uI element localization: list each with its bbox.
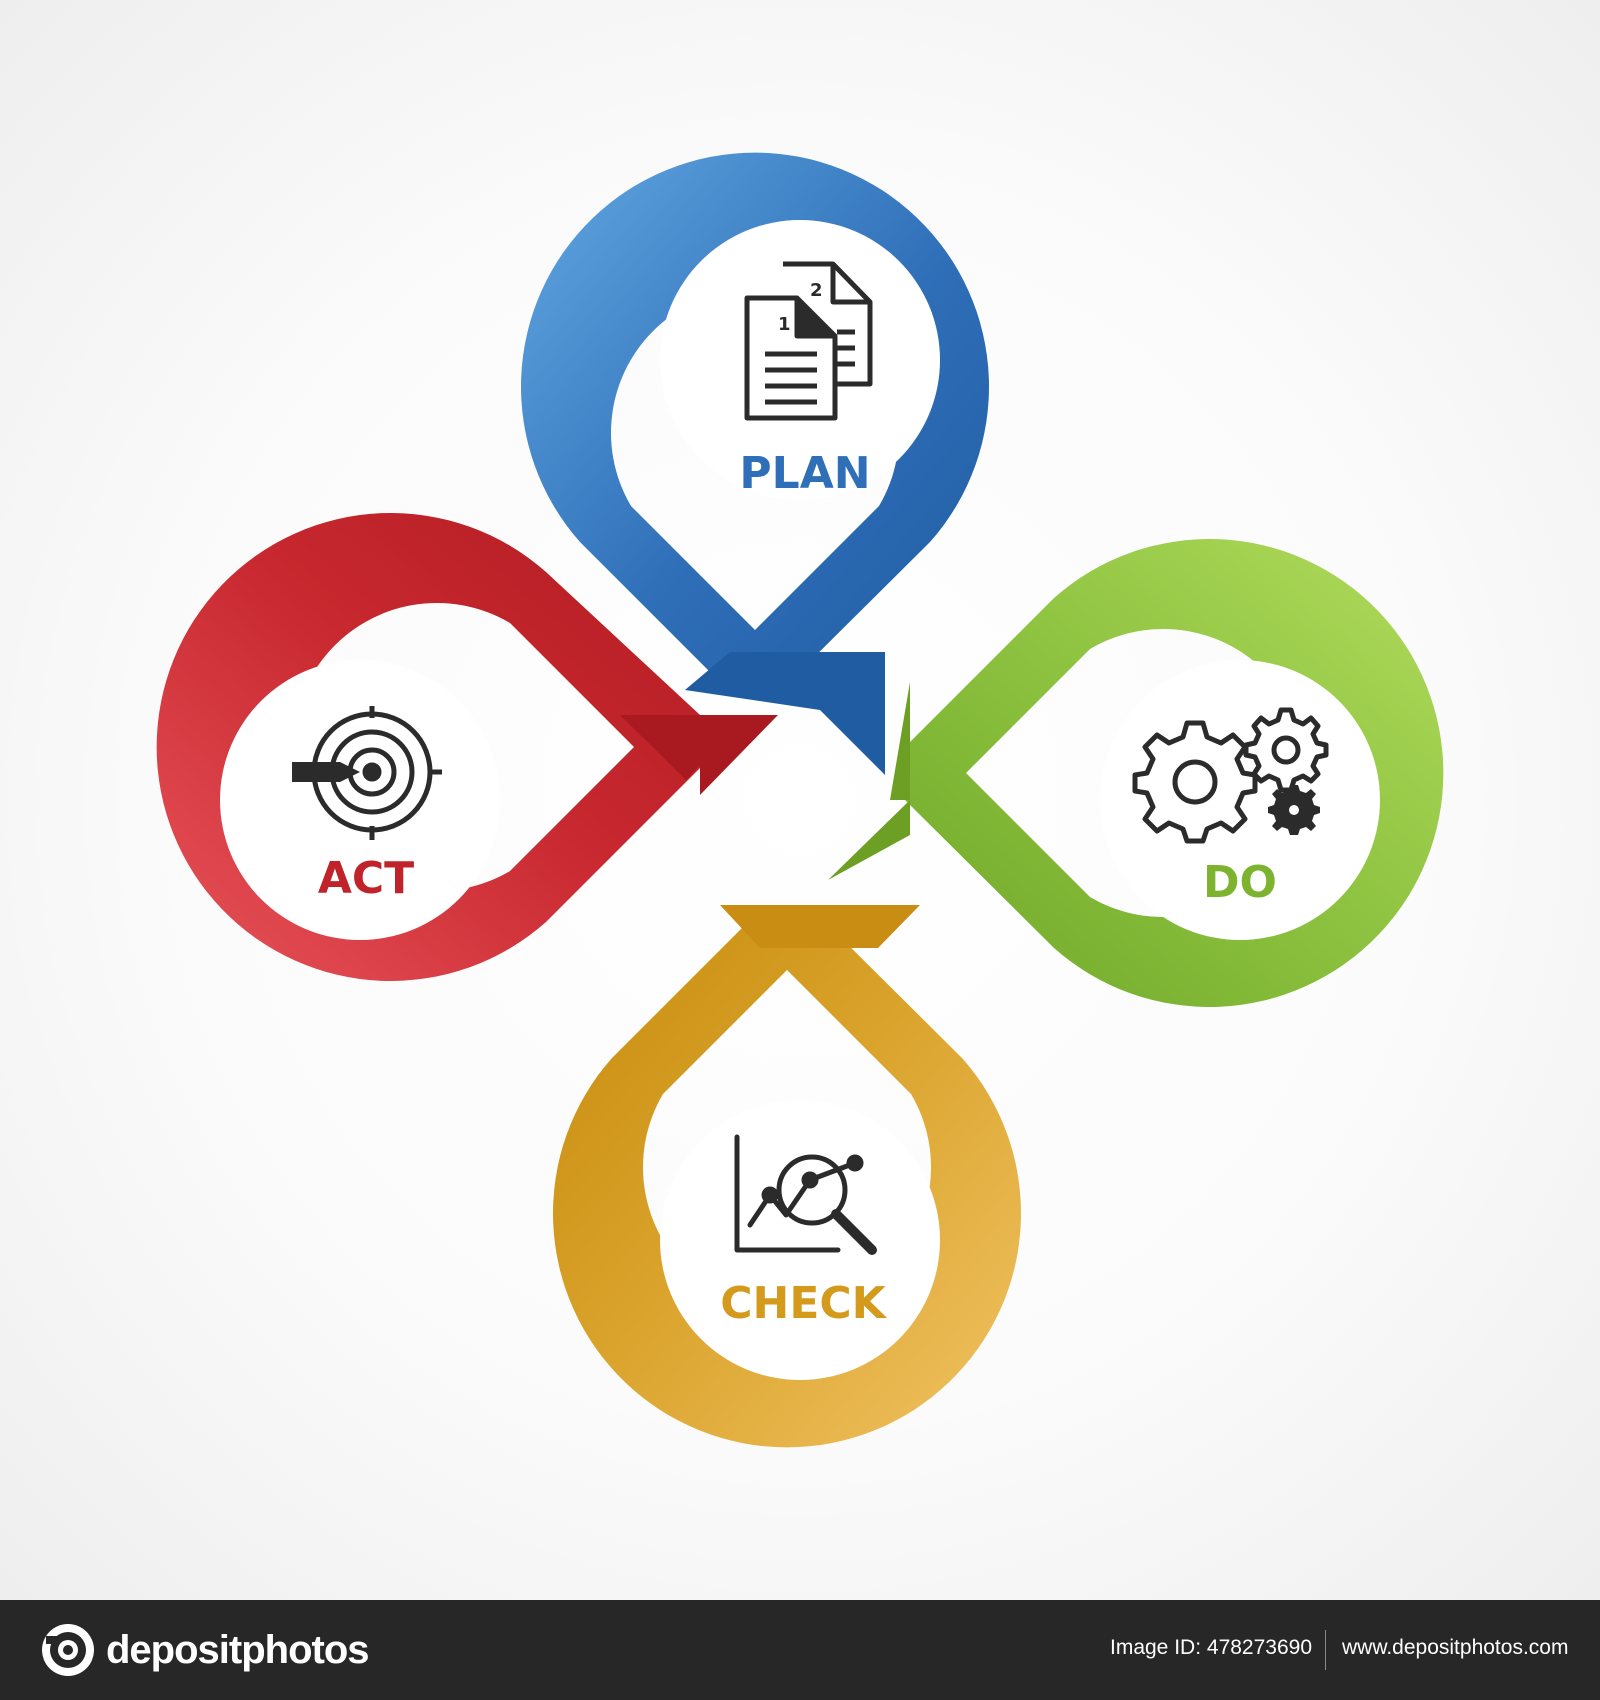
target-icon	[292, 706, 442, 840]
check-arrow-tip	[720, 822, 920, 948]
footer-divider	[1325, 1630, 1326, 1670]
camera-logo-icon	[42, 1624, 94, 1676]
act-label: ACT	[318, 853, 414, 904]
image-id: Image ID: 478273690	[1110, 1636, 1312, 1660]
image-id-label: Image ID:	[1110, 1636, 1202, 1659]
doc-number-1: 1	[778, 314, 791, 335]
image-id-value: 478273690	[1206, 1636, 1313, 1659]
diagram-canvas: 1 2 PLAN DO CHECK	[0, 0, 1600, 1600]
gears-icon	[1132, 707, 1329, 844]
site-url-link[interactable]: www.depositphotos.com	[1342, 1636, 1569, 1659]
footer-bar: depositphotos Image ID: 478273690 www.de…	[0, 1600, 1600, 1700]
do-arrow-tip	[828, 682, 910, 880]
brand-logo[interactable]: depositphotos	[40, 1622, 370, 1678]
check-label: CHECK	[720, 1278, 887, 1329]
chart-magnifier-icon	[734, 1134, 877, 1255]
check-inner	[660, 1100, 940, 1380]
plan-label: PLAN	[739, 448, 870, 499]
act-arrow-tip	[620, 715, 778, 795]
doc-number-2: 2	[810, 280, 823, 301]
act-inner	[220, 660, 500, 940]
numbered-documents-icon	[744, 261, 873, 421]
do-label: DO	[1203, 857, 1277, 908]
brand-name: depositphotos	[106, 1627, 370, 1672]
pdca-diagram: 1 2 PLAN DO CHECK	[156, 152, 1444, 1448]
plan-arrow-tip	[685, 652, 885, 775]
